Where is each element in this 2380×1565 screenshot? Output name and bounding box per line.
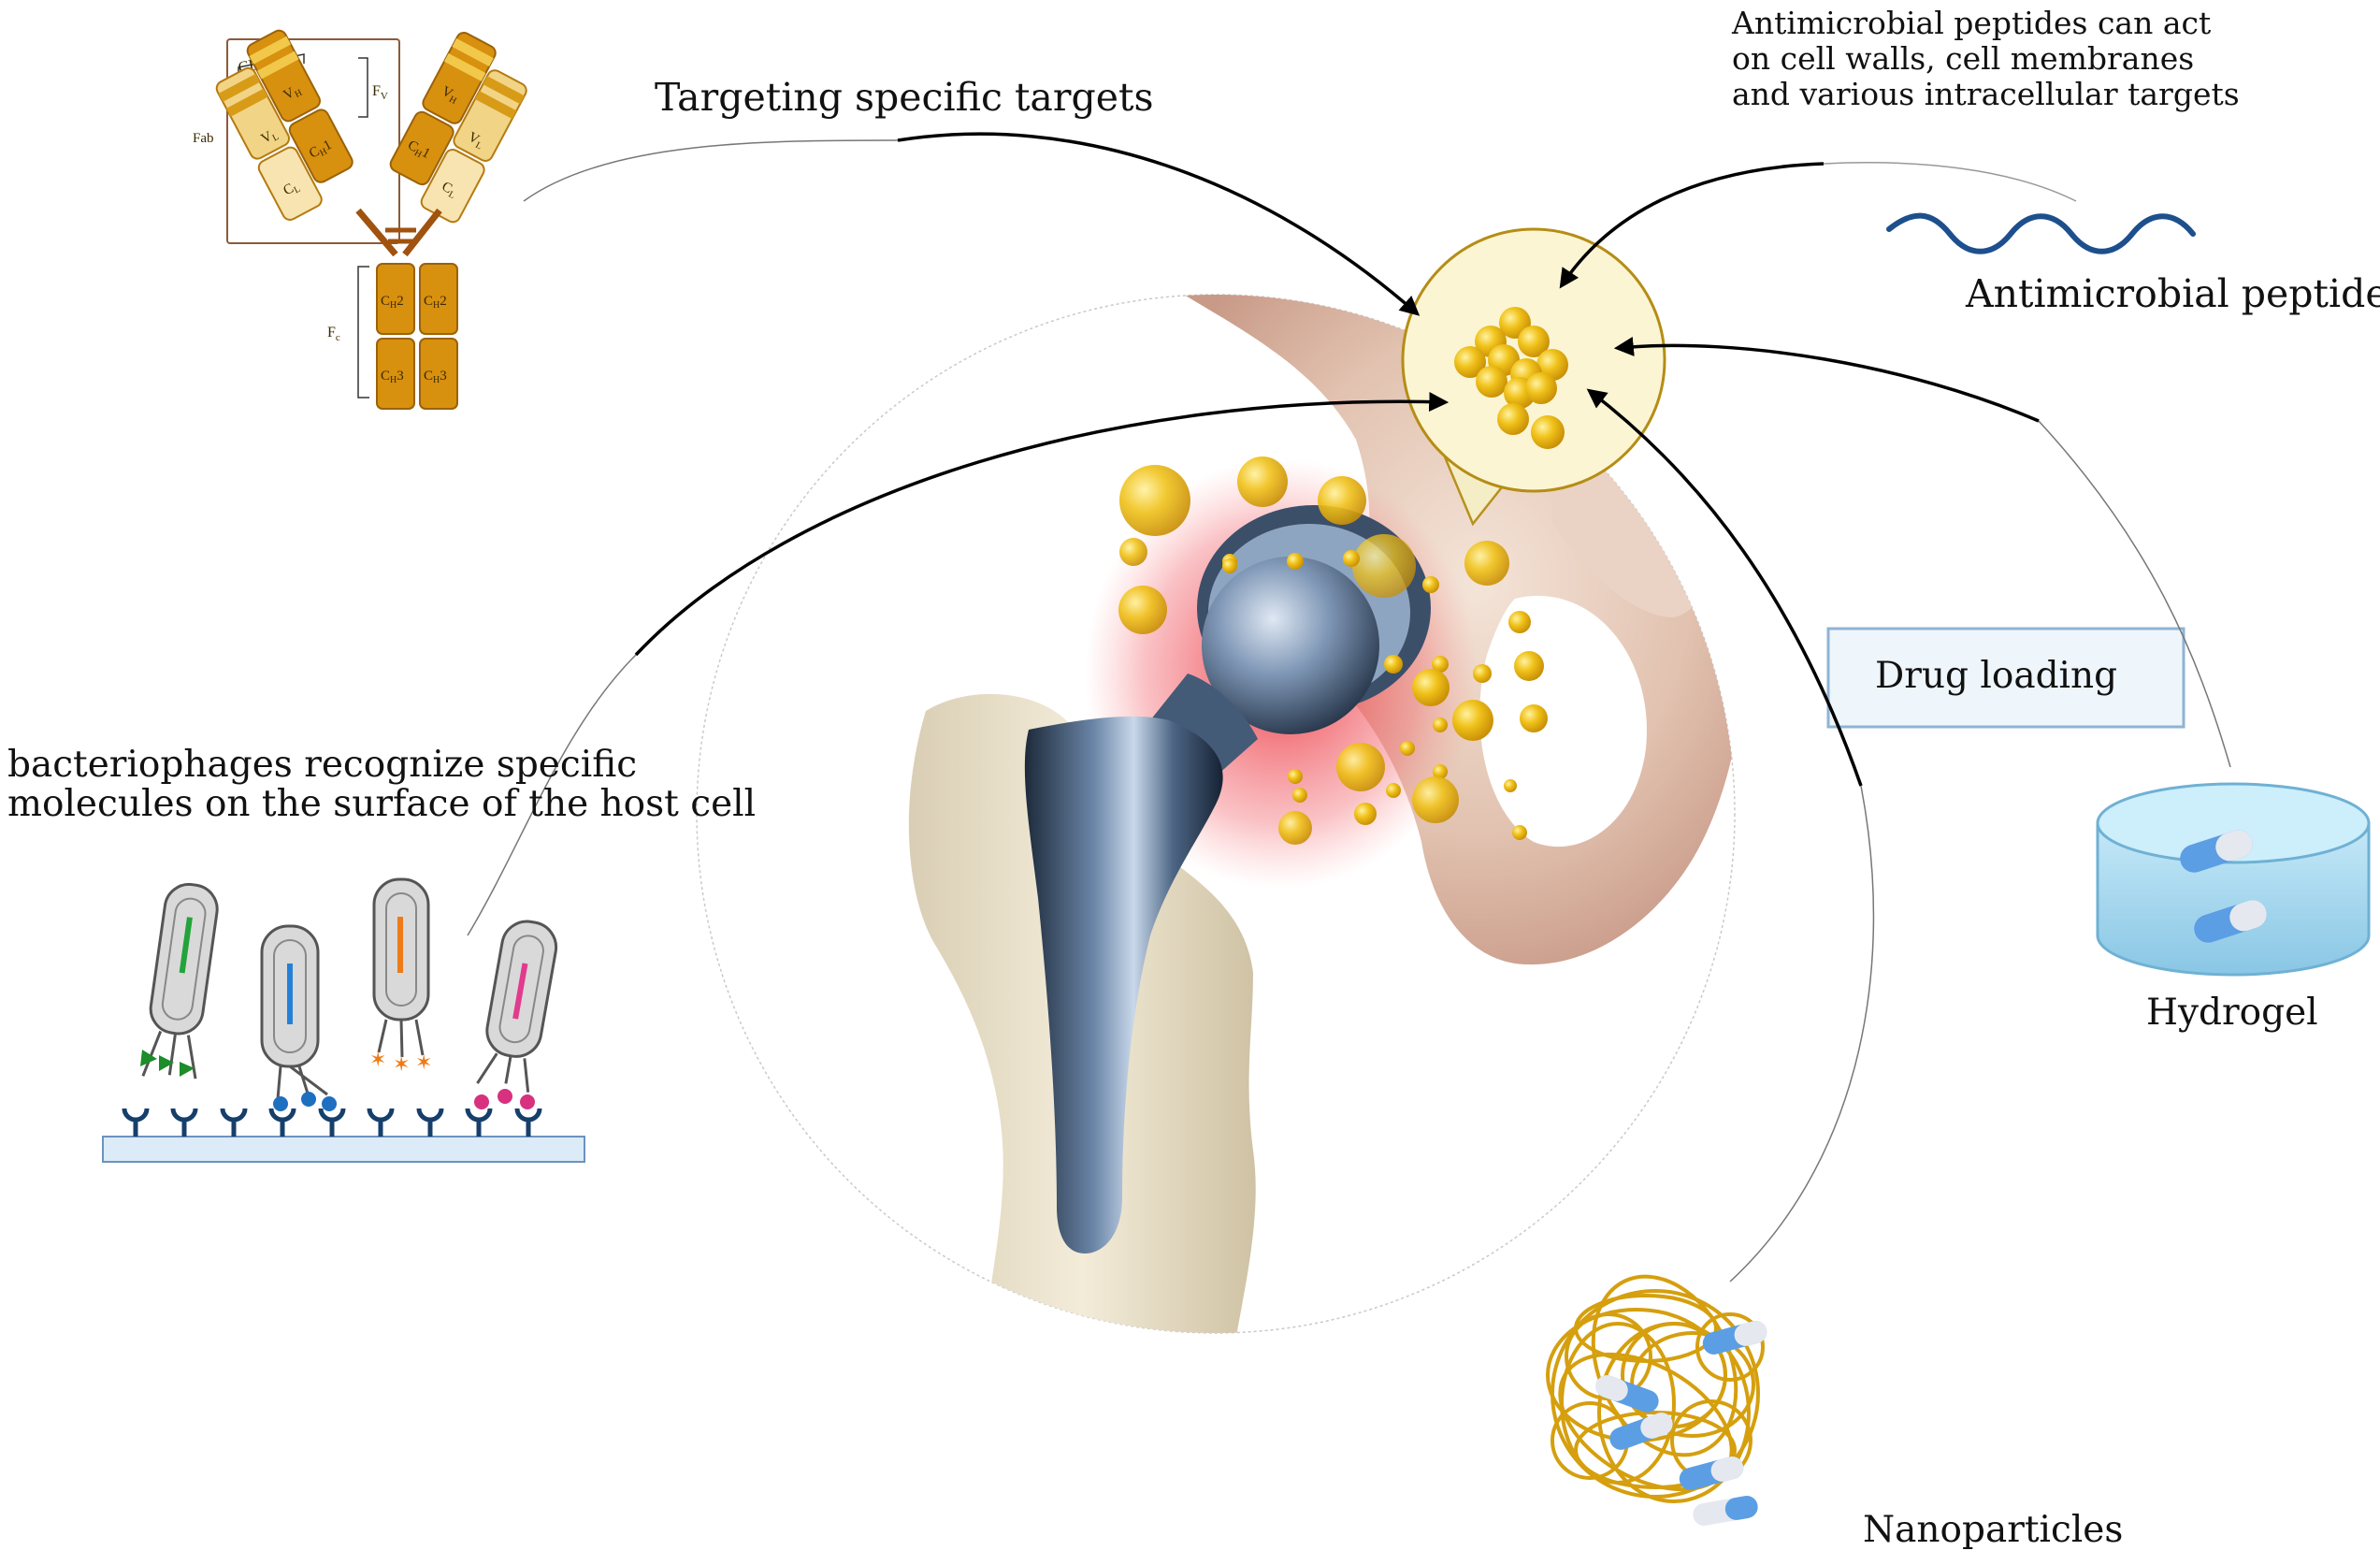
svg-text:VH: VH <box>439 84 461 107</box>
svg-text:CH2: CH2 <box>381 294 404 311</box>
svg-text:VL: VL <box>465 130 486 152</box>
arrow-targeting <box>897 132 1421 316</box>
implant-stem <box>1024 716 1223 1253</box>
label-nanoparticles: Nanoparticles <box>1863 1509 2123 1551</box>
svg-text:CL: CL <box>439 180 460 201</box>
arrow-phage <box>634 392 1450 657</box>
svg-text:CH2: CH2 <box>424 294 447 311</box>
label-hydrogel: Hydrogel <box>2146 992 2318 1034</box>
fv-label: F <box>372 83 381 99</box>
svg-text:✶: ✶ <box>415 1051 432 1075</box>
fab-label: Fab <box>193 131 214 146</box>
svg-text:FV: FV <box>372 83 388 102</box>
svg-text:CH3: CH3 <box>381 369 404 385</box>
arrow-amp <box>1559 162 1825 289</box>
label-amp-action-3: and various intracellular targets <box>1732 76 2240 112</box>
label-amp: Antimicrobial peptide <box>1965 271 2380 316</box>
implant-head <box>1202 557 1379 734</box>
svg-text:✶: ✶ <box>393 1053 410 1077</box>
svg-text:✶: ✶ <box>369 1049 386 1072</box>
antimicrobial-peptide-wave <box>1886 212 2196 254</box>
label-phage-1: bacteriophages recognize specific <box>7 744 637 786</box>
ch2-left: C <box>381 294 390 309</box>
label-phage-2: molecules on the surface of the host cel… <box>7 783 756 825</box>
antibody-diagram: Fab CDR FV VL CL VH CH1 VH CH1 <box>193 29 527 410</box>
drug-particles <box>1118 456 1548 845</box>
phage-orange: ✶ ✶ ✶ <box>369 877 432 1077</box>
drug-cluster <box>1454 307 1568 449</box>
drug-loading-box <box>1826 627 2185 729</box>
label-drug-loading: Drug loading <box>1875 655 2117 697</box>
svg-text:Fc: Fc <box>327 325 340 343</box>
arrow-hydrogel <box>1613 337 2040 423</box>
phage-blue <box>260 924 337 1111</box>
phage-green <box>141 882 219 1080</box>
svg-text:CH3: CH3 <box>424 369 447 385</box>
surface-receptors <box>122 1108 542 1137</box>
ch2-right: C <box>424 294 433 309</box>
bacteriophage-diagram: ✶ ✶ ✶ <box>102 877 585 1163</box>
fab-bracket-box <box>226 38 400 244</box>
host-cell-surface <box>102 1136 585 1163</box>
nanoparticle-capsules <box>1595 1321 1767 1526</box>
phage-pink <box>476 920 558 1093</box>
ch3-left: C <box>381 369 390 384</box>
label-targeting: Targeting specific targets <box>655 75 1154 120</box>
hip-implant-illustration <box>696 227 1736 1334</box>
fc-label: F <box>327 325 336 341</box>
hydrogel-illustration <box>2096 782 2371 977</box>
arrow-nanoparticle <box>1586 388 1863 787</box>
label-amp-action-1: Antimicrobial peptides can act <box>1731 5 2211 41</box>
label-amp-action-2: on cell walls, cell membranes <box>1732 40 2194 77</box>
connector-lines <box>467 132 2231 1282</box>
ch3-right: C <box>424 369 433 384</box>
